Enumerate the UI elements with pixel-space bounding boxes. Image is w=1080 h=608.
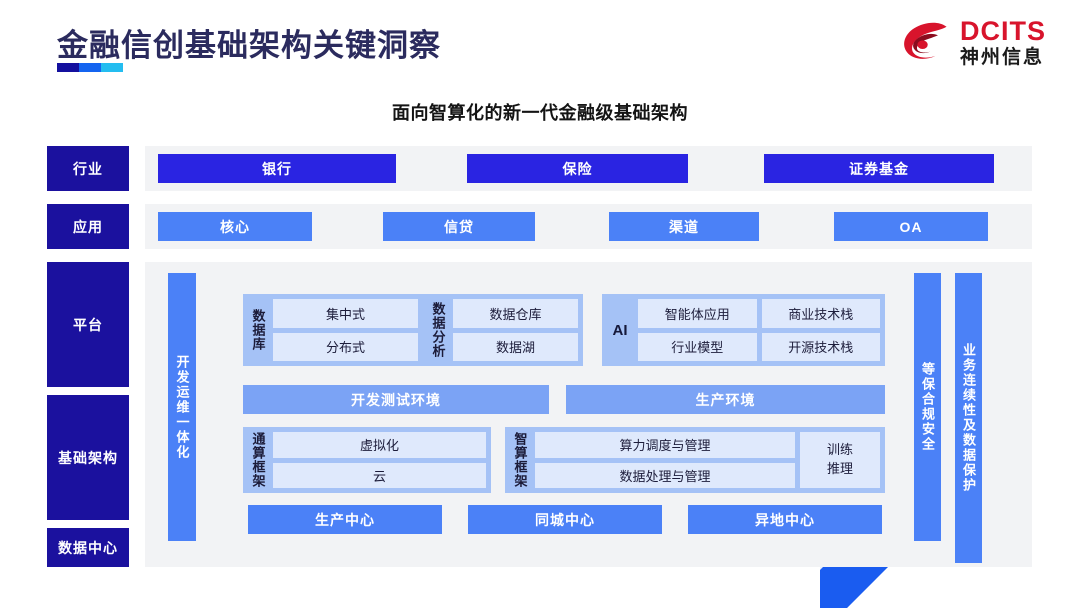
group-ai: AI 智能体应用 商业技术栈 行业模型 开源技术栈 <box>602 294 885 366</box>
rail-item-industry[interactable]: 行业 <box>47 146 129 191</box>
cell-compute-scheduling[interactable]: 算力调度与管理 <box>535 432 795 458</box>
bar-metro-center[interactable]: 同城中心 <box>468 505 662 534</box>
vertical-bar-security-compliance[interactable]: 等保合规安全 <box>914 273 941 541</box>
rail-item-datacenter[interactable]: 数据中心 <box>47 528 129 567</box>
diagram-subtitle: 面向智算化的新一代金融级基础架构 <box>392 103 688 123</box>
label-inference: 推理 <box>826 461 853 476</box>
rail-item-platform[interactable]: 平台 <box>47 262 129 387</box>
rule-segment-2 <box>79 63 101 72</box>
application-chip-channel[interactable]: 渠道 <box>609 212 759 241</box>
application-chip-core[interactable]: 核心 <box>158 212 312 241</box>
bar-remote-center[interactable]: 异地中心 <box>688 505 882 534</box>
bar-production-environment[interactable]: 生产环境 <box>566 385 885 414</box>
group-label-intelligent-compute-frame: 智算框架 <box>512 432 528 488</box>
logo-text-en: DCITS <box>960 16 1046 46</box>
group-data-analysis: 数据分析 数据仓库 数据湖 <box>423 294 583 366</box>
group-label-ai: AI <box>612 321 628 339</box>
cell-cloud[interactable]: 云 <box>273 462 486 488</box>
title-accent-rule <box>57 63 123 72</box>
cell-open-source-stack[interactable]: 开源技术栈 <box>761 332 880 361</box>
cell-distributed[interactable]: 分布式 <box>273 332 418 361</box>
cell-data-warehouse[interactable]: 数据仓库 <box>453 299 578 328</box>
group-general-compute-frame: 通算框架 虚拟化 云 <box>243 427 491 493</box>
cell-data-processing[interactable]: 数据处理与管理 <box>535 462 795 488</box>
cell-commercial-stack[interactable]: 商业技术栈 <box>761 299 880 328</box>
industry-chip-row: 银行 保险 证券基金 <box>145 146 1032 191</box>
rail-item-infrastructure[interactable]: 基础架构 <box>47 395 129 520</box>
cell-data-lake[interactable]: 数据湖 <box>453 332 578 361</box>
vertical-bar-devops[interactable]: 开发运维一体化 <box>168 273 196 541</box>
application-chip-row: 核心 信贷 渠道 OA <box>145 204 1032 249</box>
logo-text-cn: 神州信息 <box>960 47 1045 68</box>
group-label-data-analysis: 数据分析 <box>430 302 446 358</box>
brand-logo: DCITS 神州信息 <box>900 18 1046 67</box>
application-chip-oa[interactable]: OA <box>834 212 988 241</box>
industry-chip-insurance[interactable]: 保险 <box>467 154 688 183</box>
dcits-swirl-icon <box>904 22 947 59</box>
page-title: 金融信创基础架构关键洞察 <box>57 28 441 63</box>
bar-production-center[interactable]: 生产中心 <box>248 505 442 534</box>
cell-industry-model[interactable]: 行业模型 <box>638 332 757 361</box>
label-training: 训练 <box>826 442 853 458</box>
group-label-general-compute-frame: 通算框架 <box>250 432 266 488</box>
application-chip-credit[interactable]: 信贷 <box>383 212 535 241</box>
industry-chip-bank[interactable]: 银行 <box>158 154 396 183</box>
industry-row-panel: 银行 保险 证券基金 <box>145 146 1032 191</box>
rail-item-application[interactable]: 应用 <box>47 204 129 249</box>
cell-centralized[interactable]: 集中式 <box>273 299 418 328</box>
industry-chip-securities[interactable]: 证券基金 <box>764 154 994 183</box>
cell-agent-application[interactable]: 智能体应用 <box>638 299 757 328</box>
cell-training-inference[interactable]: 训练 推理 <box>800 432 880 488</box>
group-intelligent-compute-frame: 智算框架 算力调度与管理 数据处理与管理 训练 推理 <box>505 427 885 493</box>
application-row-panel: 核心 信贷 渠道 OA <box>145 204 1032 249</box>
vertical-bar-business-continuity[interactable]: 业务连续性及数据保护 <box>955 273 982 563</box>
rule-segment-1 <box>57 63 79 72</box>
bar-dev-test-environment[interactable]: 开发测试环境 <box>243 385 549 414</box>
cell-virtualization[interactable]: 虚拟化 <box>273 432 486 458</box>
group-label-database: 数据库 <box>250 309 266 351</box>
group-database: 数据库 集中式 分布式 <box>243 294 423 366</box>
rule-segment-3 <box>101 63 123 72</box>
